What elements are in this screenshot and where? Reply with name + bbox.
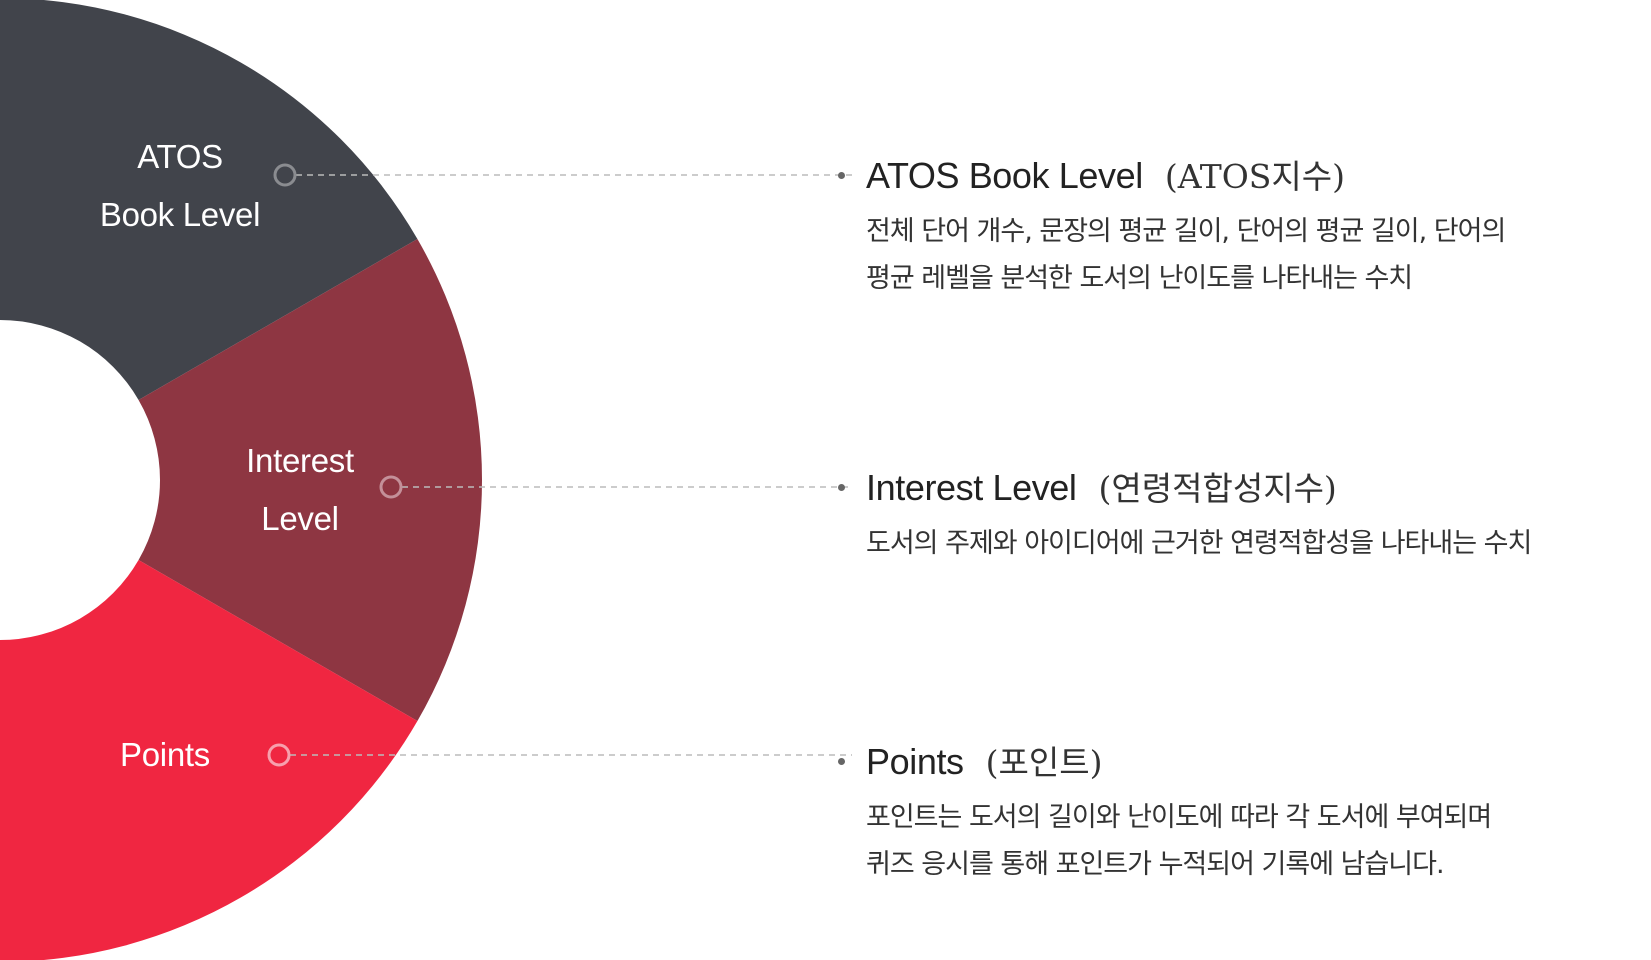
- info-title: Points: [866, 741, 964, 782]
- segment-atos-book-level: [0, 0, 418, 400]
- segment-label-line: Book Level: [99, 196, 261, 233]
- description-line: 평균 레벨을 분석한 도서의 난이도를 나타내는 수치: [866, 263, 1413, 294]
- info-subtitle: (ATOS지수): [1164, 157, 1345, 196]
- bullet-icon: [838, 758, 845, 765]
- info-heading: Points (포인트): [838, 736, 1651, 784]
- description-line: 퀴즈 응시를 통해 포인트가 누적되어 기록에 남습니다.: [866, 849, 1445, 880]
- info-subtitle: (연령적합성지수): [1098, 469, 1337, 508]
- segment-label-points: Points: [30, 726, 300, 784]
- info-heading: Interest Level (연령적합성지수): [838, 462, 1651, 510]
- description-line: 도서의 주제와 아이디어에 근거한 연령적합성을 나타내는 수치: [866, 528, 1532, 559]
- segment-label-interest: Interest Level: [170, 432, 430, 548]
- marker-points: [267, 743, 291, 767]
- info-title: Interest Level: [866, 467, 1077, 508]
- bullet-icon: [838, 484, 845, 491]
- segment-label-line: Level: [261, 500, 339, 537]
- segment-label-line: Points: [120, 736, 210, 773]
- info-title: ATOS Book Level: [866, 155, 1143, 196]
- marker-atos: [273, 163, 297, 187]
- marker-interest: [379, 475, 403, 499]
- info-description: 전체 단어 개수, 문장의 평균 길이, 단어의 평균 길이, 단어의 평균 레…: [866, 208, 1651, 302]
- info-heading: ATOS Book Level (ATOS지수): [838, 150, 1651, 198]
- segment-label-line: ATOS: [137, 138, 223, 175]
- description-line: 전체 단어 개수, 문장의 평균 길이, 단어의 평균 길이, 단어의: [866, 216, 1506, 247]
- segment-label-line: Interest: [246, 442, 354, 479]
- info-block-interest: Interest Level (연령적합성지수) 도서의 주제와 아이디어에 근거…: [838, 462, 1651, 567]
- bullet-icon: [838, 172, 845, 179]
- info-block-points: Points (포인트) 포인트는 도서의 길이와 난이도에 따라 각 도서에 부…: [838, 736, 1651, 888]
- segment-interest-level: [138, 239, 483, 721]
- segment-points: [0, 560, 418, 960]
- info-block-atos: ATOS Book Level (ATOS지수) 전체 단어 개수, 문장의 평균…: [838, 150, 1651, 302]
- info-description: 도서의 주제와 아이디어에 근거한 연령적합성을 나타내는 수치: [866, 520, 1651, 567]
- info-description: 포인트는 도서의 길이와 난이도에 따라 각 도서에 부여되며 퀴즈 응시를 통…: [866, 794, 1651, 888]
- segment-label-atos: ATOS Book Level: [50, 128, 310, 244]
- info-subtitle: (포인트): [985, 743, 1103, 782]
- description-line: 포인트는 도서의 길이와 난이도에 따라 각 도서에 부여되며: [866, 802, 1492, 833]
